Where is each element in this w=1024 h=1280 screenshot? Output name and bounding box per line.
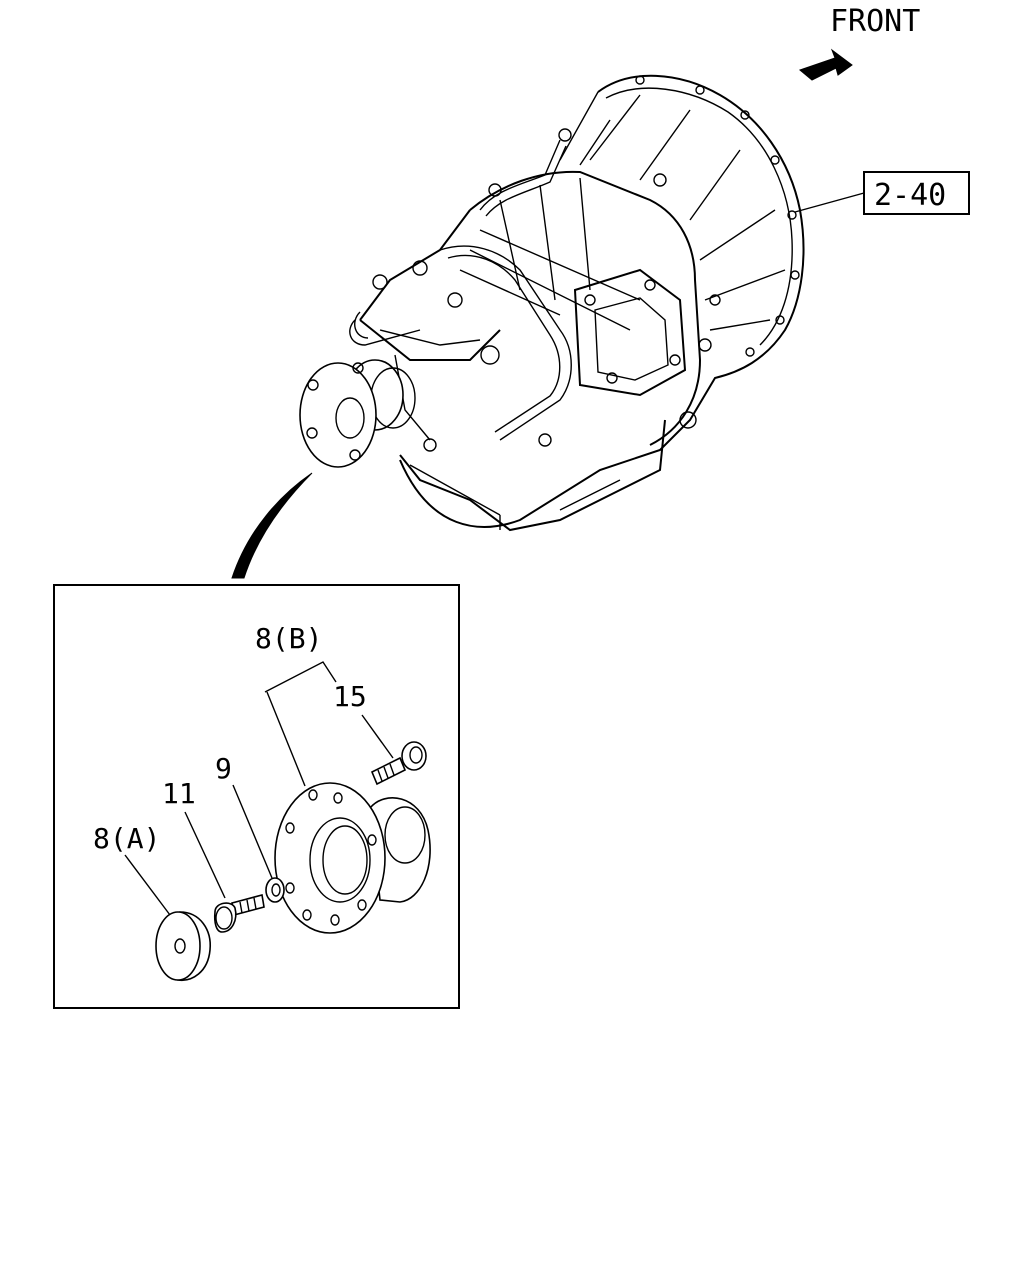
arrow-right-icon [798,48,853,81]
washer-9 [265,877,285,903]
detail-pointer [231,472,313,579]
transmission-assembly [299,74,805,532]
front-label: FRONT [830,4,920,39]
plate-8a [155,911,211,981]
callout-8a: 8(A) [93,822,160,855]
reference-leader [794,192,865,213]
callout-15: 15 [333,680,367,713]
stud-bolt-15 [370,741,427,786]
reference-label: 2-40 [874,178,946,213]
callout-9: 9 [215,752,232,785]
callout-11: 11 [162,777,196,810]
detail-box [53,584,460,1009]
callout-8b: 8(B) [255,622,322,655]
reference-box: 2-40 [863,171,970,215]
leader-lines [124,691,394,916]
bolt-11 [213,894,265,933]
companion-flange [274,782,431,934]
callout-8b-bracket [264,661,337,693]
